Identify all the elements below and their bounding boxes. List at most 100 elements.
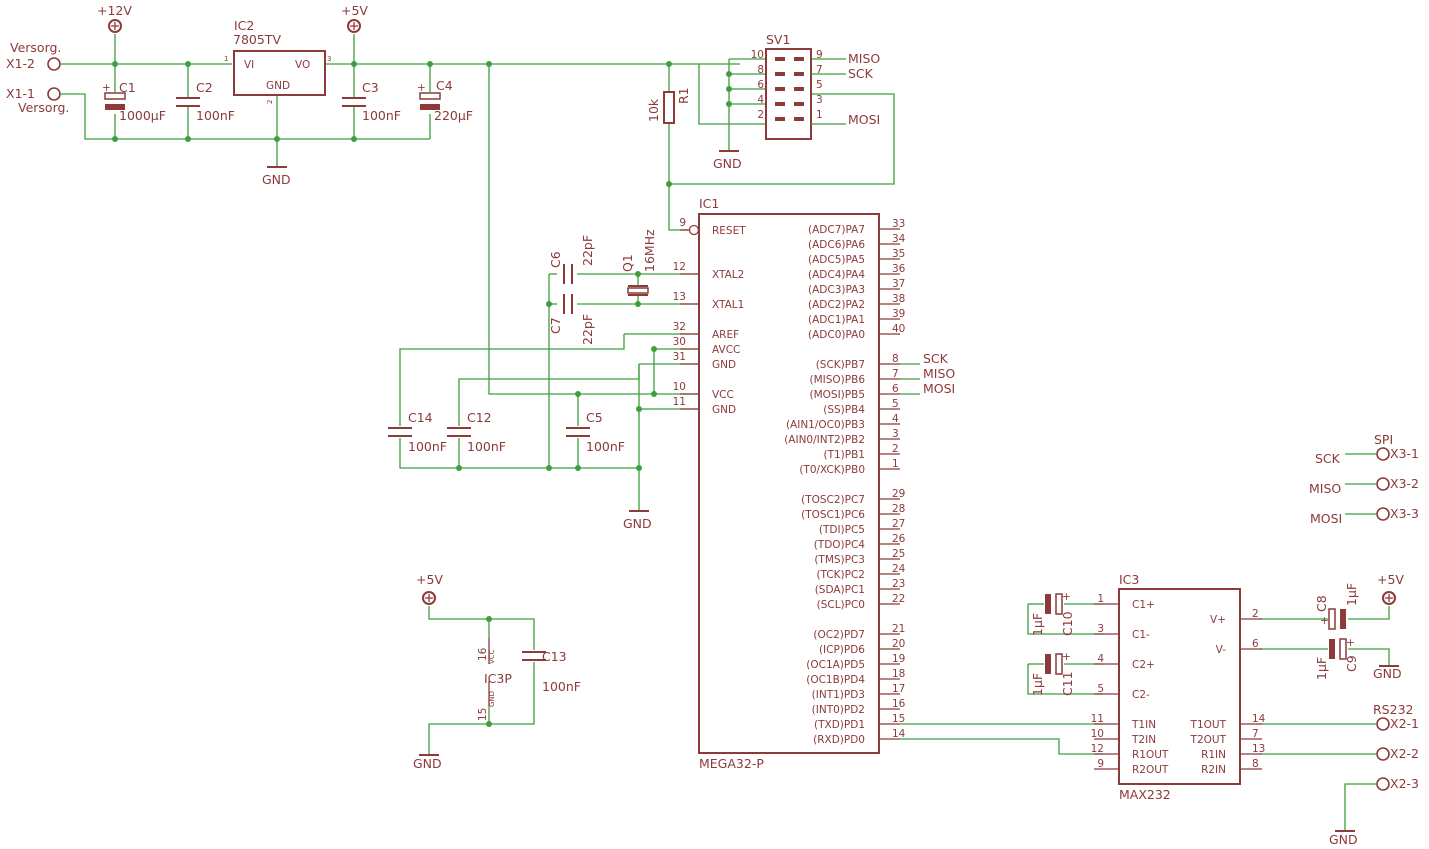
svg-text:+: + bbox=[1062, 651, 1071, 663]
ic1-pin-number: 11 bbox=[673, 396, 686, 408]
sv1-pin-number-right: 1 bbox=[816, 109, 823, 121]
svg-text:1000µF: 1000µF bbox=[119, 108, 166, 123]
ic3-pin-label: T2OUT bbox=[1190, 734, 1227, 746]
ic3-pin-number: 4 bbox=[1097, 653, 1104, 665]
svg-text:C8: C8 bbox=[1314, 595, 1329, 612]
ic1-pin-label: GND bbox=[712, 359, 736, 371]
svg-text:1µF: 1µF bbox=[1344, 583, 1359, 606]
sv1-pin-pad bbox=[775, 87, 785, 91]
svg-text:MAX232: MAX232 bbox=[1119, 787, 1171, 802]
connector-x1-2: X1-2 Versorg. bbox=[6, 40, 61, 71]
capacitor-c14: C14 100nF bbox=[388, 410, 447, 454]
supply-5v-max: +5V bbox=[1377, 572, 1404, 605]
svg-text:MISO: MISO bbox=[1309, 481, 1341, 496]
sv1-pin-pad bbox=[794, 87, 804, 91]
ic1-pin-label: (ICP)PD6 bbox=[819, 644, 865, 656]
ic1-pin-label: (ADC0)PA0 bbox=[808, 329, 865, 341]
ic3-pin-label: V+ bbox=[1210, 614, 1226, 626]
svg-text:GND: GND bbox=[713, 156, 742, 171]
svg-text:MEGA32-P: MEGA32-P bbox=[699, 756, 764, 771]
ic1-pin-label: (MOSI)PB5 bbox=[810, 389, 866, 401]
capacitor-c13: C13 100nF bbox=[522, 649, 581, 694]
svg-text:VO: VO bbox=[295, 59, 310, 71]
svg-text:X1-2: X1-2 bbox=[6, 56, 35, 71]
svg-text:220µF: 220µF bbox=[434, 108, 473, 123]
label-5v-max: +5V bbox=[1377, 572, 1404, 587]
ic3-pin-number: 13 bbox=[1252, 743, 1265, 755]
sv1-pin-pad bbox=[794, 57, 804, 61]
svg-text:GND: GND bbox=[266, 80, 290, 92]
capacitor-c6: C6 22pF bbox=[548, 235, 595, 284]
ic1-pin-label: (T1)PB1 bbox=[823, 449, 865, 461]
ic1-pin-label: (SS)PB4 bbox=[823, 404, 865, 416]
ic1-pin-number: 29 bbox=[892, 488, 905, 500]
ic1-pin-number: 16 bbox=[892, 698, 906, 710]
ic1-pin-number: 35 bbox=[892, 248, 905, 260]
ic1-pin-label: (SDA)PC1 bbox=[815, 584, 865, 596]
ic1-pin-label: (TDI)PC5 bbox=[819, 524, 865, 536]
sv1-pin-pad bbox=[775, 102, 785, 106]
svg-text:MISO: MISO bbox=[923, 366, 955, 381]
ic3-pin-label: C1- bbox=[1132, 629, 1150, 641]
ic1-pin-label: (OC2)PD7 bbox=[813, 629, 865, 641]
sv1-pin-pad bbox=[775, 117, 785, 121]
sv1-pin-number-left: 6 bbox=[757, 79, 764, 91]
svg-text:X2-1: X2-1 bbox=[1390, 716, 1419, 731]
ic1-pin-number: 14 bbox=[892, 728, 906, 740]
sv1-pin-number-left: 8 bbox=[757, 64, 764, 76]
ic1-pin-number: 36 bbox=[892, 263, 906, 275]
ic3-pin-number: 2 bbox=[1252, 608, 1259, 620]
svg-text:C14: C14 bbox=[408, 410, 433, 425]
svg-text:SCK: SCK bbox=[923, 351, 949, 366]
ic3-pin-number: 7 bbox=[1252, 728, 1259, 740]
ic1-pin-label: (RXD)PD0 bbox=[813, 734, 865, 746]
svg-text:16: 16 bbox=[477, 647, 489, 661]
label-5v-ic3p: +5V bbox=[416, 572, 443, 587]
capacitor-c7: C7 22pF bbox=[548, 294, 595, 345]
ic1-pin-number: 27 bbox=[892, 518, 905, 530]
svg-text:GND: GND bbox=[262, 172, 291, 187]
ic3-pin-number: 9 bbox=[1097, 758, 1104, 770]
ic1-pin-number: 40 bbox=[892, 323, 905, 335]
ic3-pin-label: R2OUT bbox=[1132, 764, 1169, 776]
capacitor-c3: C3 100nF bbox=[342, 80, 401, 123]
svg-text:GND: GND bbox=[1329, 832, 1358, 847]
capacitor-c12: C12 100nF bbox=[447, 410, 506, 454]
svg-text:RS232: RS232 bbox=[1373, 702, 1413, 717]
ic1-pin-number: 5 bbox=[892, 398, 899, 410]
sv1-pin-pad bbox=[775, 57, 785, 61]
svg-text:C7: C7 bbox=[548, 317, 563, 334]
ic1-pin-number: 18 bbox=[892, 668, 905, 680]
svg-text:SPI: SPI bbox=[1374, 432, 1393, 447]
svg-text:GND: GND bbox=[488, 691, 496, 707]
svg-text:100nF: 100nF bbox=[408, 439, 447, 454]
ic1-pin-number: 13 bbox=[673, 291, 686, 303]
ic1-pin-label: (SCK)PB7 bbox=[816, 359, 865, 371]
ic1-pin-label: XTAL1 bbox=[712, 299, 744, 311]
svg-text:+: + bbox=[102, 82, 111, 94]
svg-text:X3-2: X3-2 bbox=[1390, 476, 1419, 491]
connector-x2: X2-1 X2-2 X2-3 RS232 bbox=[1373, 702, 1419, 791]
ic1-pin-number: 22 bbox=[892, 593, 905, 605]
ic1-pin-number: 7 bbox=[892, 368, 899, 380]
ic1-pin-number: 3 bbox=[892, 428, 899, 440]
ic3-pin-number: 1 bbox=[1097, 593, 1104, 605]
svg-text:100nF: 100nF bbox=[362, 108, 401, 123]
connector-x3: X3-1 X3-2 X3-3 SPI SCK MISO MOSI bbox=[1309, 432, 1419, 526]
sv1-pin-number-right: 5 bbox=[816, 79, 823, 91]
svg-text:X2-3: X2-3 bbox=[1390, 776, 1419, 791]
svg-text:22pF: 22pF bbox=[580, 235, 595, 266]
ic1-pin-number: 26 bbox=[892, 533, 906, 545]
ic1-pin-number: 32 bbox=[673, 321, 686, 333]
svg-text:SCK: SCK bbox=[848, 66, 874, 81]
svg-text:C9: C9 bbox=[1344, 655, 1359, 672]
ic3-pin-label: C1+ bbox=[1132, 599, 1155, 611]
junctions bbox=[112, 61, 732, 727]
svg-text:SCK: SCK bbox=[1315, 451, 1341, 466]
ic3-pin-number: 3 bbox=[1097, 623, 1104, 635]
ic1-pin-label: (ADC4)PA4 bbox=[808, 269, 865, 281]
svg-text:7805TV: 7805TV bbox=[233, 32, 281, 47]
svg-text:2: 2 bbox=[266, 100, 274, 104]
